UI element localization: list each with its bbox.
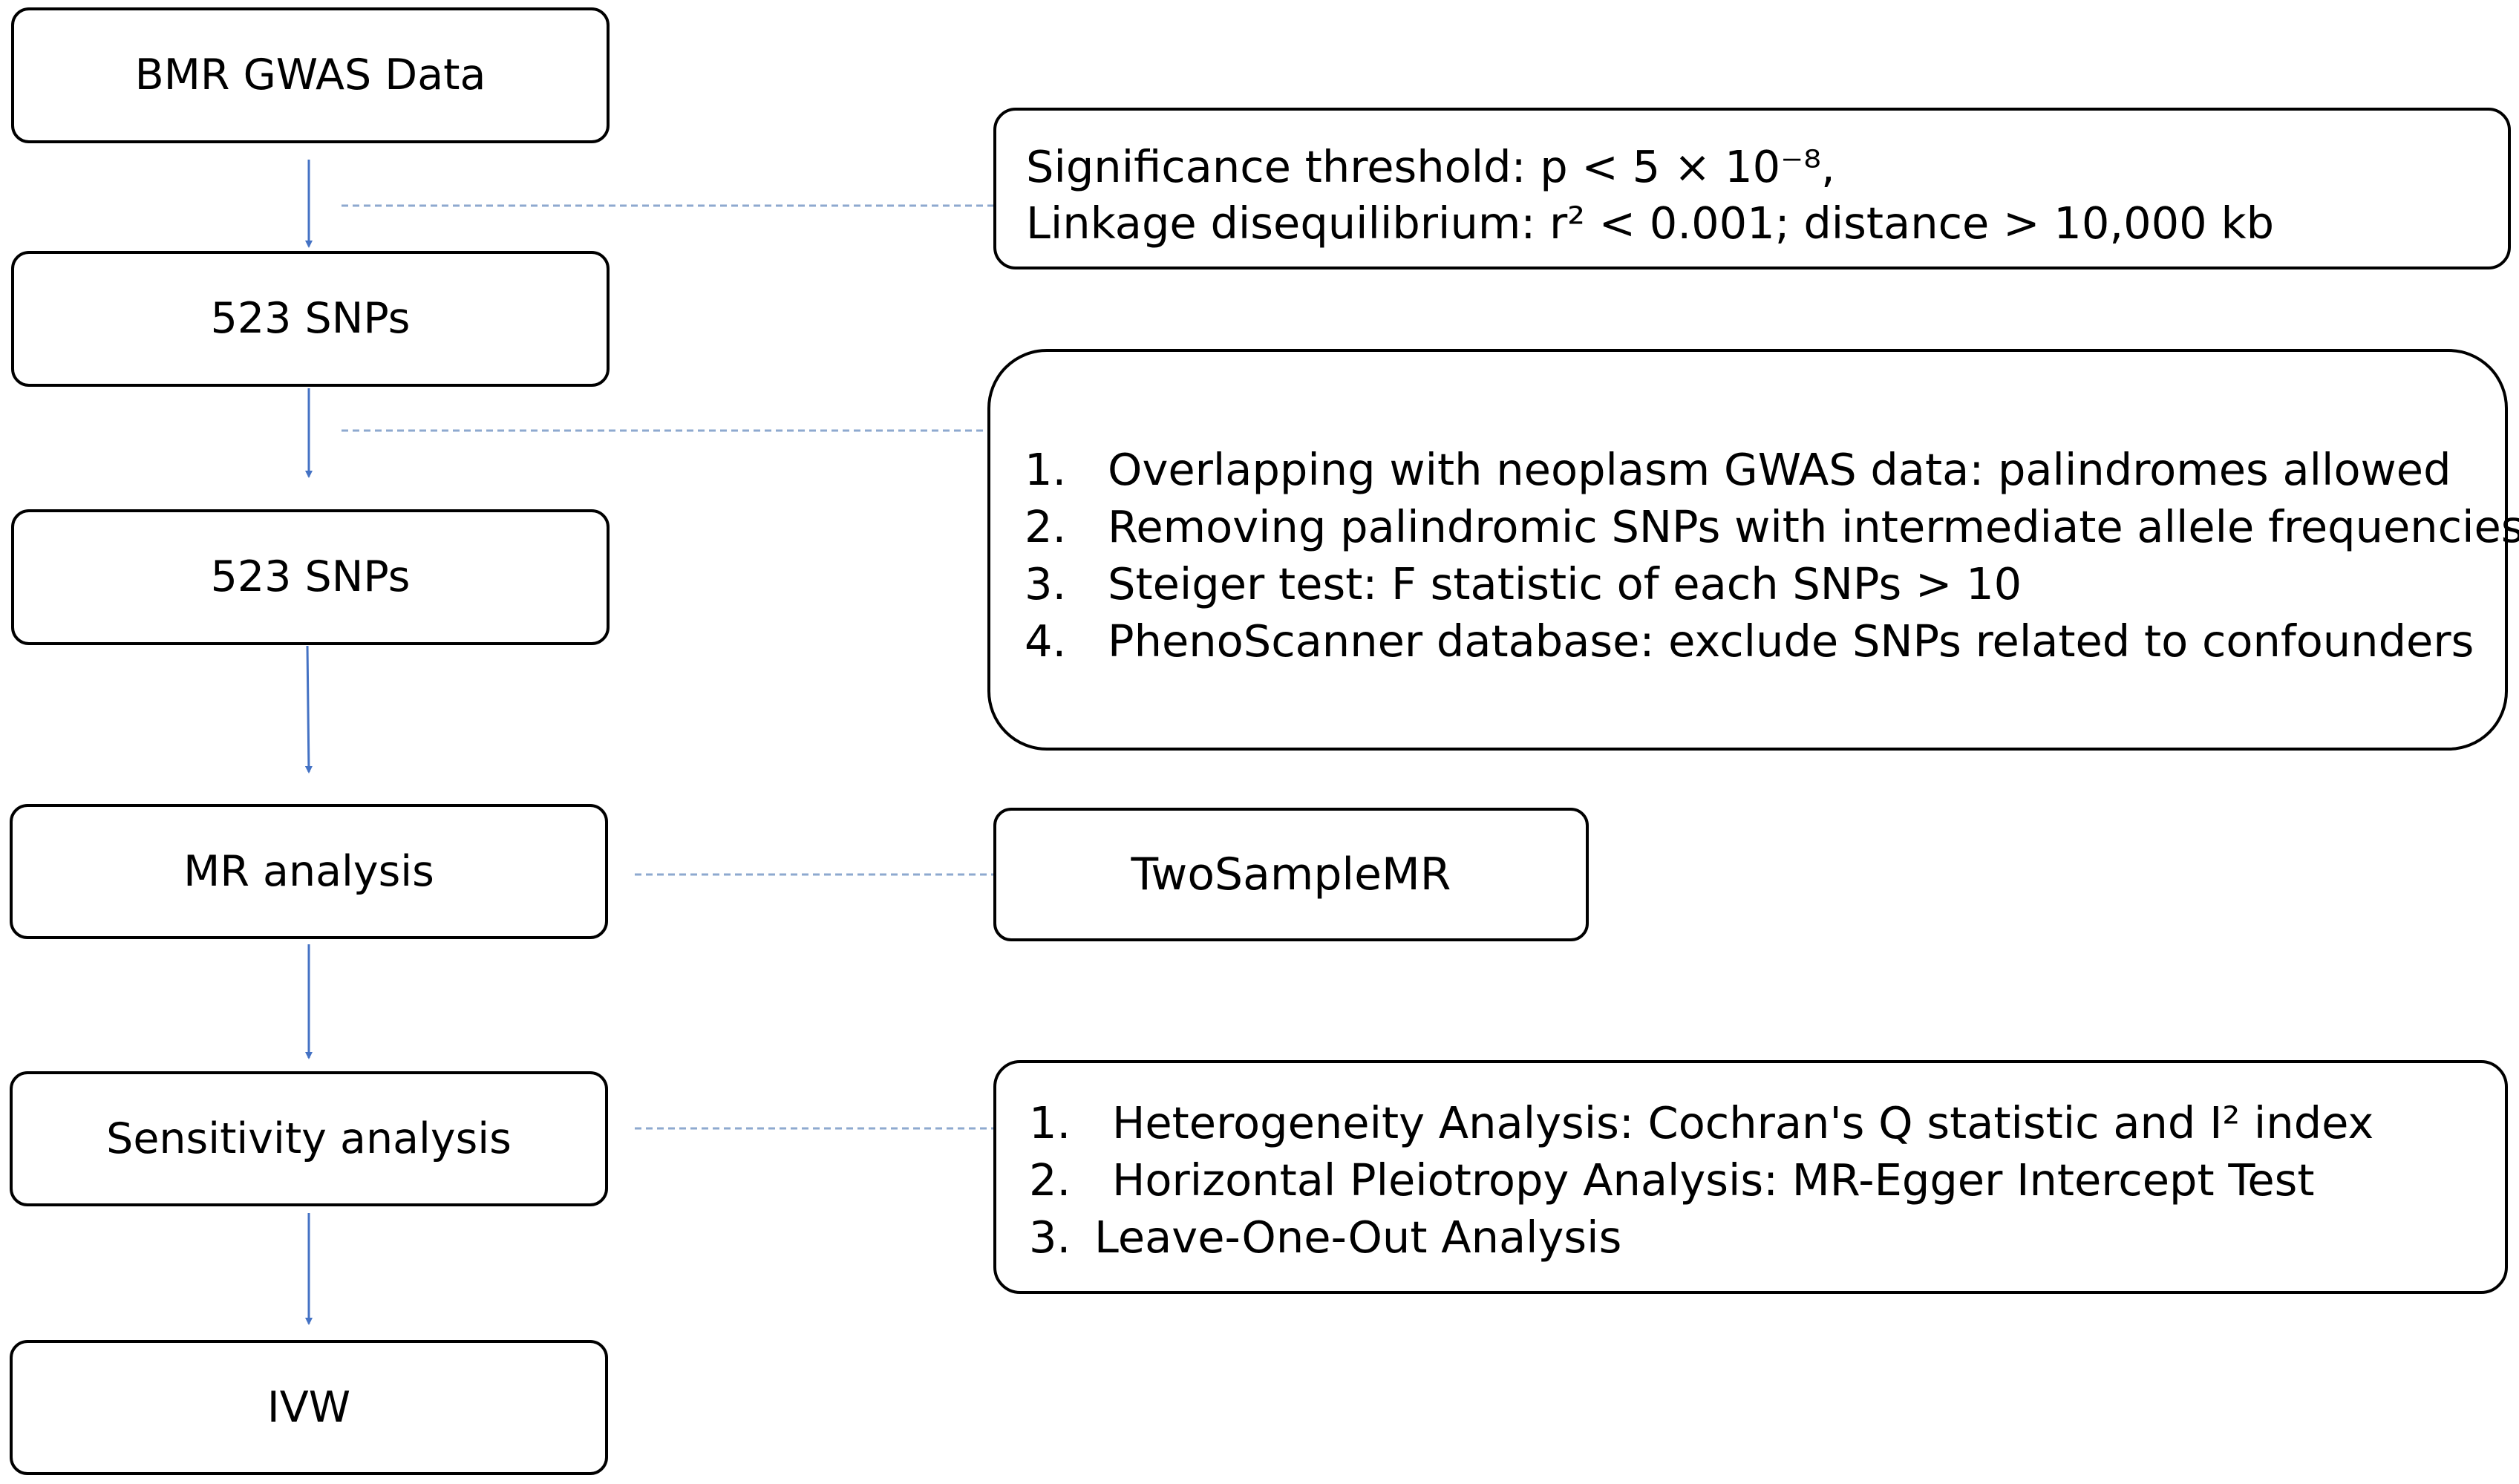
threshold-line-2: Linkage disequilibrium: r² < 0.001; dist…	[1026, 197, 2275, 249]
step-sensitivity-analysis: Sensitivity analysis	[10, 1071, 608, 1206]
step-snps-filtered: 523 SNPs	[11, 509, 610, 645]
note-snp-filtering: 1.Overlapping with neoplasm GWAS data: p…	[987, 349, 2519, 751]
step-mr-analysis: MR analysis	[10, 804, 608, 939]
step-snps-initial: 523 SNPs	[11, 251, 610, 387]
sensitivity-item: 2.Horizontal Pleiotropy Analysis: MR-Egg…	[1029, 1154, 2315, 1206]
arrow-snps-to-mr	[304, 645, 313, 774]
filtering-item: 4.PhenoScanner database: exclude SNPs re…	[1025, 615, 2474, 667]
note-tool-twosamplemr: TwoSampleMR	[993, 808, 1589, 941]
filtering-item: 3.Steiger test: F statistic of each SNPs…	[1025, 558, 2022, 609]
threshold-line-1: Significance threshold: p < 5 × 10⁻⁸,	[1026, 141, 1835, 192]
note-sensitivity-methods: 1.Heterogeneity Analysis: Cochran's Q st…	[993, 1060, 2508, 1294]
sensitivity-item: 1.Heterogeneity Analysis: Cochran's Q st…	[1029, 1097, 2374, 1148]
step-ivw: IVW	[10, 1340, 608, 1475]
filtering-item: 2.Removing palindromic SNPs with interme…	[1025, 501, 2519, 552]
filtering-item: 1.Overlapping with neoplasm GWAS data: p…	[1025, 444, 2451, 495]
step-bmr-gwas-data: BMR GWAS Data	[11, 7, 610, 143]
sensitivity-item: 3.Leave-One-Out Analysis	[1029, 1212, 1622, 1263]
note-threshold: Significance threshold: p < 5 × 10⁻⁸, Li…	[993, 108, 2511, 269]
